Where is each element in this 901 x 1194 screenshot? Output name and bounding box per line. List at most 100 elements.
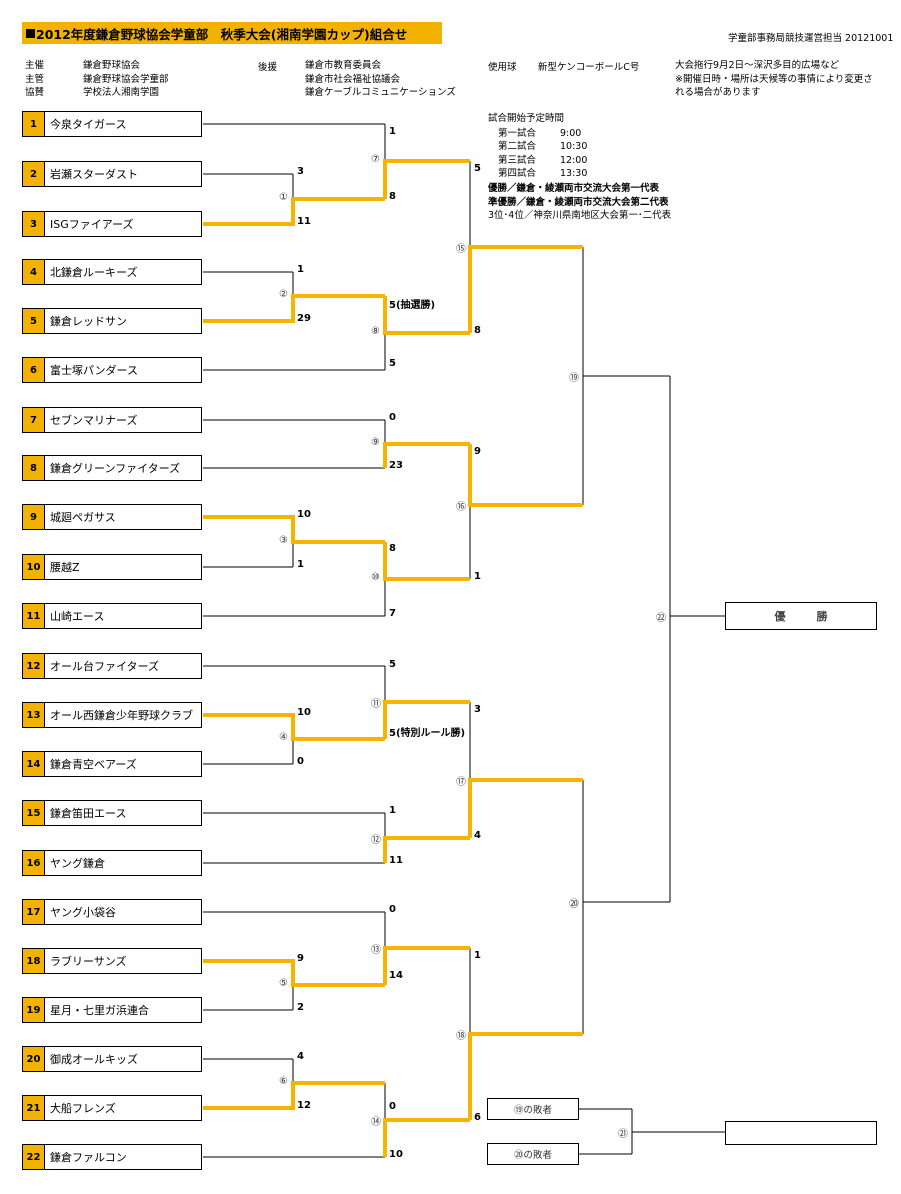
team-row[interactable]: 2 岩瀬スターダスト — [22, 161, 202, 187]
team-seed: 12 — [23, 654, 45, 678]
score-m17-bottom: 4 — [474, 830, 481, 841]
team-seed: 3 — [23, 212, 45, 236]
match-label-13: ⑬ — [371, 945, 381, 956]
team-seed: 21 — [23, 1096, 45, 1120]
team-row[interactable]: 20 御成オールキッズ — [22, 1046, 202, 1072]
team-seed: 10 — [23, 555, 45, 579]
schedule-match-name: 第四試合 — [498, 168, 537, 179]
team-name: ISGファイアーズ — [50, 218, 134, 231]
team-name: オール台ファイターズ — [50, 660, 160, 673]
team-row[interactable]: 12 オール台ファイターズ — [22, 653, 202, 679]
note-line: 大会拖行9月2日～深沢多目的広場など — [675, 60, 840, 71]
score-m16-top: 9 — [474, 446, 481, 457]
team-seed: 2 — [23, 162, 45, 186]
credit-label: 主管 — [25, 73, 45, 85]
team-row[interactable]: 11 山崎エース — [22, 603, 202, 629]
match-label-8: ⑧ — [371, 326, 380, 337]
third-place-box — [725, 1121, 877, 1145]
team-row[interactable]: 3 ISGファイアーズ — [22, 211, 202, 237]
score-m7-top: 1 — [389, 126, 396, 137]
score-m18-bottom: 6 — [474, 1112, 481, 1123]
team-seed: 1 — [23, 112, 45, 136]
match-label-1: ① — [279, 192, 288, 203]
score-m8-bottom: 5 — [389, 358, 396, 369]
score-m8-top: 5(抽選勝) — [389, 300, 436, 311]
prize-qualification-block: 優勝／鎌倉・綾瀬両市交流大会第一代表 準優勝／鎌倉・綾瀬両市交流大会第二代表 3… — [488, 182, 671, 223]
note-line: ※開催日時・場所は天候等の事情により変更さ — [675, 73, 873, 85]
support-label: 後援 — [258, 62, 278, 73]
team-seed: 7 — [23, 408, 45, 432]
score-m6-top: 4 — [297, 1051, 304, 1062]
team-seed: 6 — [23, 358, 45, 382]
team-row[interactable]: 10 腰越Z — [22, 554, 202, 580]
schedule-match-time: 13:30 — [560, 168, 588, 179]
score-m2-bottom: 29 — [297, 313, 311, 324]
match-label-4: ④ — [279, 732, 288, 743]
schedule-row: 第一試合 9:00 — [488, 127, 587, 141]
team-row[interactable]: 15 鎌倉笛田エース — [22, 800, 202, 826]
team-row[interactable]: 22 鎌倉ファルコン — [22, 1144, 202, 1170]
team-row[interactable]: 18 ラブリーサンズ — [22, 948, 202, 974]
team-name: 鎌倉グリーンファイターズ — [50, 462, 181, 475]
team-seed: 19 — [23, 998, 45, 1022]
score-m13-top: 0 — [389, 904, 396, 915]
team-row[interactable]: 1 今泉タイガース — [22, 111, 202, 137]
team-row[interactable]: 6 富士塚パンダース — [22, 357, 202, 383]
team-row[interactable]: 14 鎌倉青空ベアーズ — [22, 751, 202, 777]
match-label-15: ⑮ — [456, 244, 466, 255]
credit-label: 主催 — [25, 60, 45, 71]
team-seed: 18 — [23, 949, 45, 973]
score-m9-bottom: 23 — [389, 460, 403, 471]
team-seed: 22 — [23, 1145, 45, 1169]
match-label-6: ⑥ — [279, 1076, 288, 1087]
match-label-14: ⑭ — [371, 1117, 381, 1128]
credit-value: 鎌倉野球協会 — [83, 60, 141, 71]
team-row[interactable]: 5 鎌倉レッドサン — [22, 308, 202, 334]
team-row[interactable]: 4 北鎌倉ルーキーズ — [22, 259, 202, 285]
credit-row: 主催 鎌倉野球協会 — [25, 59, 169, 73]
ball-value: 新型ケンコーボールC号 — [538, 62, 640, 73]
team-row[interactable]: 13 オール西鎌倉少年野球クラブ — [22, 702, 202, 728]
credit-value: 鎌倉野球協会学童部 — [83, 73, 169, 85]
score-m15-bottom: 8 — [474, 325, 481, 336]
team-seed: 9 — [23, 505, 45, 529]
score-m14-top: 0 — [389, 1101, 396, 1112]
credit-row: 主管 鎌倉野球協会学童部 — [25, 73, 169, 87]
schedule-row: 第二試合 10:30 — [488, 140, 587, 154]
support-item: 鎌倉ケーブルコミュニケーションズ — [305, 87, 456, 98]
bullet-square-icon — [26, 28, 35, 38]
team-name: 鎌倉青空ベアーズ — [50, 758, 137, 771]
page-title: 2012年度鎌倉野球協会学童部 秋季大会(湘南学園カップ)組合せ — [36, 26, 408, 42]
match-label-5: ⑤ — [279, 978, 288, 989]
team-row[interactable]: 16 ヤング鎌倉 — [22, 850, 202, 876]
match-label-22: ㉒ — [656, 613, 666, 624]
match-label-18: ⑱ — [456, 1031, 466, 1042]
team-row[interactable]: 19 星月・七里ガ浜連合 — [22, 997, 202, 1023]
score-m10-top: 8 — [389, 543, 396, 554]
team-name: 今泉タイガース — [50, 118, 127, 131]
champion-box: 優 勝 — [725, 602, 877, 630]
team-name: 御成オールキッズ — [50, 1053, 138, 1066]
score-m9-top: 0 — [389, 412, 396, 423]
score-m11-top: 5 — [389, 659, 396, 670]
loser-of-19-box: ⑲の敗者 — [487, 1098, 579, 1120]
team-name: ラブリーサンズ — [50, 955, 127, 968]
team-row[interactable]: 17 ヤング小袋谷 — [22, 899, 202, 925]
page-title-bar: 2012年度鎌倉野球協会学童部 秋季大会(湘南学園カップ)組合せ — [22, 22, 442, 44]
team-row[interactable]: 7 セブンマリナーズ — [22, 407, 202, 433]
team-name: 鎌倉レッドサン — [50, 315, 127, 328]
match-label-7: ⑦ — [371, 154, 380, 165]
score-m16-bottom: 1 — [474, 571, 481, 582]
score-m14-bottom: 10 — [389, 1149, 403, 1160]
team-name: 富士塚パンダース — [50, 364, 138, 377]
team-seed: 8 — [23, 456, 45, 480]
ball-label: 使用球 — [488, 62, 517, 73]
event-notes: 大会拖行9月2日～深沢多目的広場など ※開催日時・場所は天候等の事情により変更さ… — [675, 59, 890, 100]
support-item: 鎌倉市社会福祉協議会 — [305, 73, 401, 85]
team-seed: 16 — [23, 851, 45, 875]
team-row[interactable]: 8 鎌倉グリーンファイターズ — [22, 455, 202, 481]
schedule-match-name: 第三試合 — [498, 154, 537, 166]
team-row[interactable]: 21 大船フレンズ — [22, 1095, 202, 1121]
team-row[interactable]: 9 城廻ペガサス — [22, 504, 202, 530]
match-label-3: ③ — [279, 535, 288, 546]
